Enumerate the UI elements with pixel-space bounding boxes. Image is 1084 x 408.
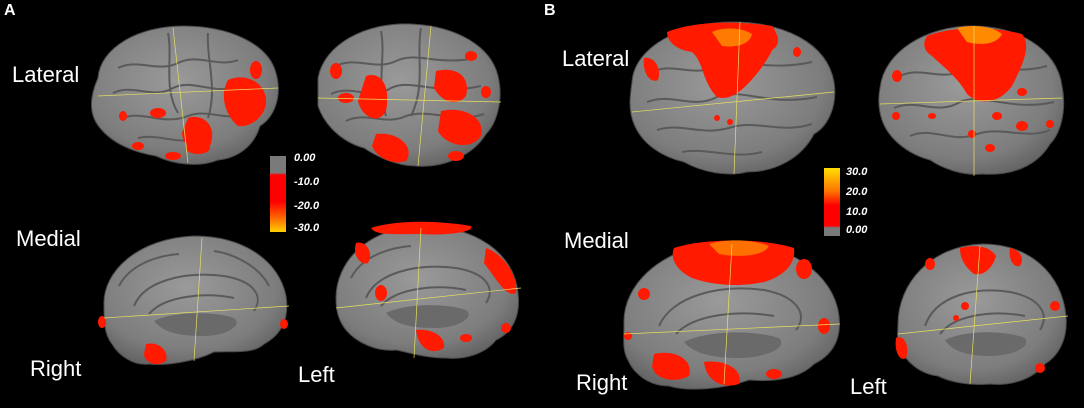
brain-right-medial — [98, 235, 290, 365]
brain-left-lateral — [878, 25, 1065, 176]
colorbar-tick: -20.0 — [294, 200, 320, 212]
lateral-label: Lateral — [12, 62, 80, 87]
panel-a: A Lateral Medial Right Left — [0, 0, 540, 408]
brain-right-medial — [623, 240, 841, 390]
left-label: Left — [298, 362, 335, 387]
panel-letter: A — [4, 2, 16, 19]
medial-label: Medial — [564, 228, 629, 253]
brain-left-medial — [335, 221, 522, 359]
colorbar-gradient — [824, 168, 840, 236]
brain-right-lateral — [91, 25, 279, 165]
colorbar: 30.0 20.0 10.0 0.00 — [824, 166, 894, 246]
colorbar-tick: 10.0 — [846, 206, 868, 218]
brain-right-lateral — [629, 21, 836, 175]
panel-b: B Lateral Medial Right Left — [540, 0, 1084, 408]
colorbar-tick: 0.00 — [294, 152, 316, 164]
right-label: Right — [576, 370, 628, 395]
lateral-label: Lateral — [562, 46, 630, 71]
colorbar-tick: -30.0 — [294, 222, 320, 234]
colorbar-gradient — [270, 156, 286, 232]
brain-left-lateral — [317, 23, 502, 167]
colorbar-tick: 0.00 — [846, 224, 868, 236]
colorbar: 0.00 -10.0 -20.0 -30.0 — [270, 152, 340, 234]
medial-label: Medial — [16, 226, 81, 251]
colorbar-tick: 20.0 — [846, 186, 868, 198]
right-label: Right — [30, 356, 82, 381]
colorbar-tick: -10.0 — [294, 176, 320, 188]
colorbar-tick: 30.0 — [846, 166, 868, 178]
panel-letter: B — [544, 2, 556, 19]
left-label: Left — [850, 374, 887, 399]
brain-left-medial — [895, 243, 1069, 385]
